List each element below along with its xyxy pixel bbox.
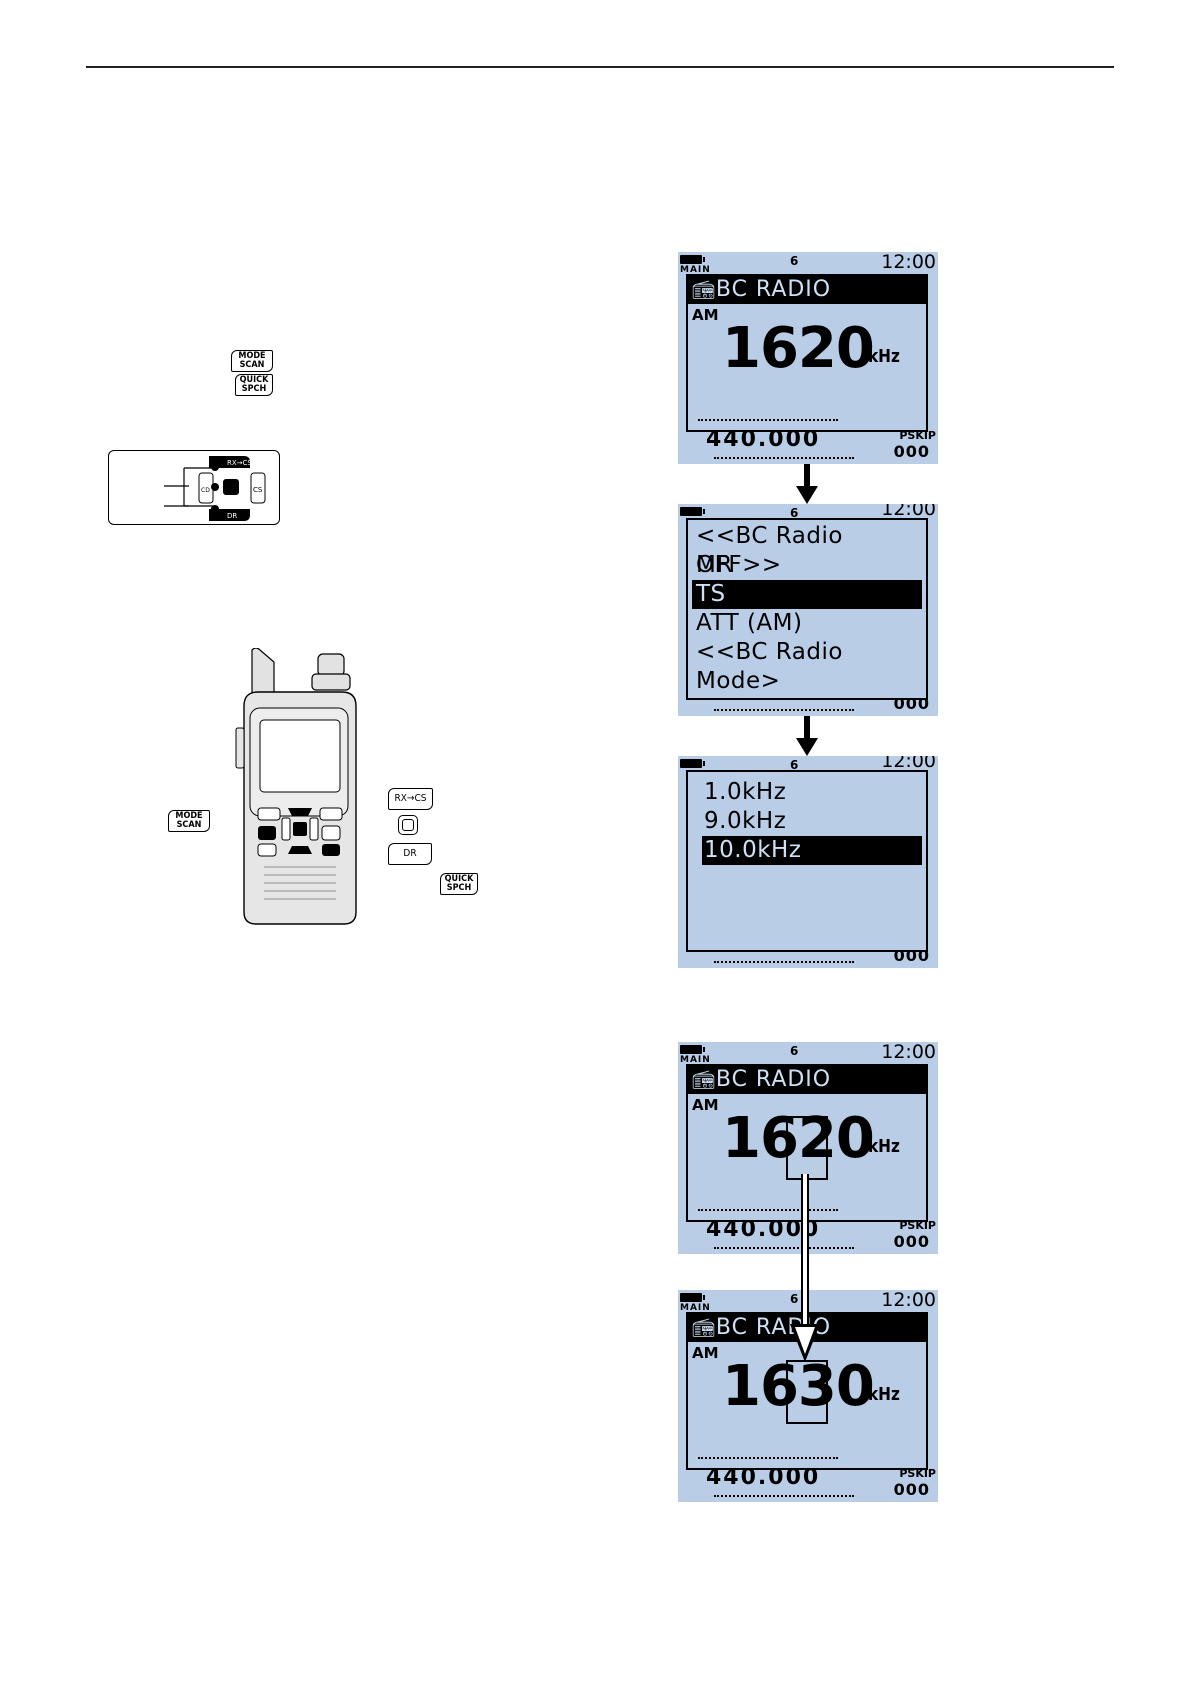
bc-radio-panel: 📻︎BC RADIO AM 1620 kHz — [686, 1064, 928, 1222]
clock: 12:00 — [881, 1290, 936, 1311]
main-label: MAIN — [680, 1055, 711, 1065]
menu-item-bc-radio-off[interactable]: <<BC Radio OFF>> — [696, 523, 843, 578]
radio-icon: 📻︎ — [692, 1070, 716, 1091]
dpad-cs-label: CS — [253, 486, 263, 494]
dpad-diagram: RX→CS DR CS CD — [108, 450, 280, 525]
dr-key-icon: DR — [388, 843, 432, 865]
digit-highlight-box-1 — [786, 1116, 828, 1180]
counter: 000 — [893, 442, 930, 461]
dpad-cd-label: CD — [201, 487, 210, 494]
digit-change-arrow-icon — [790, 1174, 820, 1362]
lock-icon: 6 — [790, 506, 799, 520]
dotted-scale — [714, 709, 854, 714]
lcd-screen-1: 6 12:00 MAIN 440.000 PSKIP 000 📻︎BC RADI… — [678, 252, 938, 464]
lcd-screen-3: 6 12:00 000 1.0kHz 9.0kHz 10.0kHz — [678, 756, 938, 968]
lcd-screen-2: 6 12:00 000 <<BC Radio OFF>> MR TS ATT (… — [678, 504, 938, 716]
signal-meter — [698, 419, 838, 424]
dpad-dr-label: DR — [227, 512, 237, 520]
main-label: MAIN — [680, 265, 711, 275]
battery-icon — [680, 1293, 705, 1302]
digit-highlight-box-2 — [786, 1360, 828, 1424]
panel-title: 📻︎BC RADIO — [688, 276, 926, 304]
ts-options-list: 1.0kHz 9.0kHz 10.0kHz — [702, 778, 922, 865]
signal-meter — [698, 1209, 838, 1214]
frequency-readout: 1620 — [722, 316, 875, 381]
menu-item-bc-radio-mode[interactable]: <<BC Radio Mode> — [696, 639, 843, 694]
battery-icon — [680, 1045, 705, 1054]
mode-label: AM — [692, 306, 719, 324]
header-rule — [86, 66, 1114, 68]
dpad-icon: RX→CS DR CS CD — [164, 456, 266, 521]
clock: 12:00 — [881, 1042, 936, 1063]
arrow-down-icon — [796, 464, 818, 504]
transceiver-illustration — [235, 648, 357, 925]
lock-icon: 6 — [790, 1044, 799, 1058]
signal-meter — [698, 1457, 838, 1462]
pskip-label: PSKIP — [899, 429, 936, 442]
main-label: MAIN — [680, 1303, 711, 1313]
arrow-down-icon — [796, 716, 818, 756]
rx-cs-key-icon: RX→CS — [388, 788, 433, 810]
pskip-label: PSKIP — [899, 1219, 936, 1232]
dotted-scale — [714, 457, 854, 462]
panel-title: 📻︎BC RADIO — [688, 1066, 926, 1094]
frequency-unit: kHz — [868, 1136, 900, 1157]
battery-icon — [680, 759, 705, 768]
radio-icon: 📻︎ — [692, 1318, 716, 1339]
counter: 000 — [893, 1480, 930, 1499]
frequency-readout: 1630 — [722, 1354, 875, 1419]
mode-label: AM — [692, 1344, 719, 1362]
lock-icon: 6 — [790, 758, 799, 772]
radio-icon: 📻︎ — [692, 280, 716, 301]
dotted-scale — [714, 1495, 854, 1500]
menu-panel: <<BC Radio OFF>> MR TS ATT (AM) <<BC Rad… — [686, 518, 928, 700]
clock: 12:00 — [881, 504, 936, 520]
ts-option-9khz[interactable]: 9.0kHz — [704, 808, 787, 834]
dotted-scale — [714, 961, 854, 966]
frequency-unit: kHz — [868, 346, 900, 367]
ts-option-10khz[interactable]: 10.0kHz — [702, 836, 922, 865]
frequency-unit: kHz — [868, 1384, 900, 1405]
mode-label: AM — [692, 1096, 719, 1114]
counter: 000 — [893, 1232, 930, 1251]
lock-icon: 6 — [790, 254, 799, 268]
pskip-label: PSKIP — [899, 1467, 936, 1480]
battery-icon — [680, 255, 705, 264]
menu-list: <<BC Radio OFF>> MR TS ATT (AM) <<BC Rad… — [692, 522, 922, 694]
battery-icon — [680, 507, 705, 516]
ts-options-panel: 1.0kHz 9.0kHz 10.0kHz — [686, 770, 928, 952]
menu-item-ts[interactable]: TS — [692, 580, 922, 609]
ts-option-1khz[interactable]: 1.0kHz — [704, 779, 787, 805]
menu-item-mr[interactable]: MR — [696, 552, 733, 578]
bc-radio-panel: 📻︎BC RADIO AM 1620 kHz — [686, 274, 928, 432]
clock: 12:00 — [881, 756, 936, 772]
dotted-scale — [714, 1247, 854, 1252]
dpad-rx-cs-label: RX→CS — [227, 459, 252, 467]
center-key-icon — [398, 815, 418, 835]
lock-icon: 6 — [790, 1292, 799, 1306]
clock: 12:00 — [881, 252, 936, 273]
menu-item-att[interactable]: ATT (AM) — [696, 610, 803, 636]
